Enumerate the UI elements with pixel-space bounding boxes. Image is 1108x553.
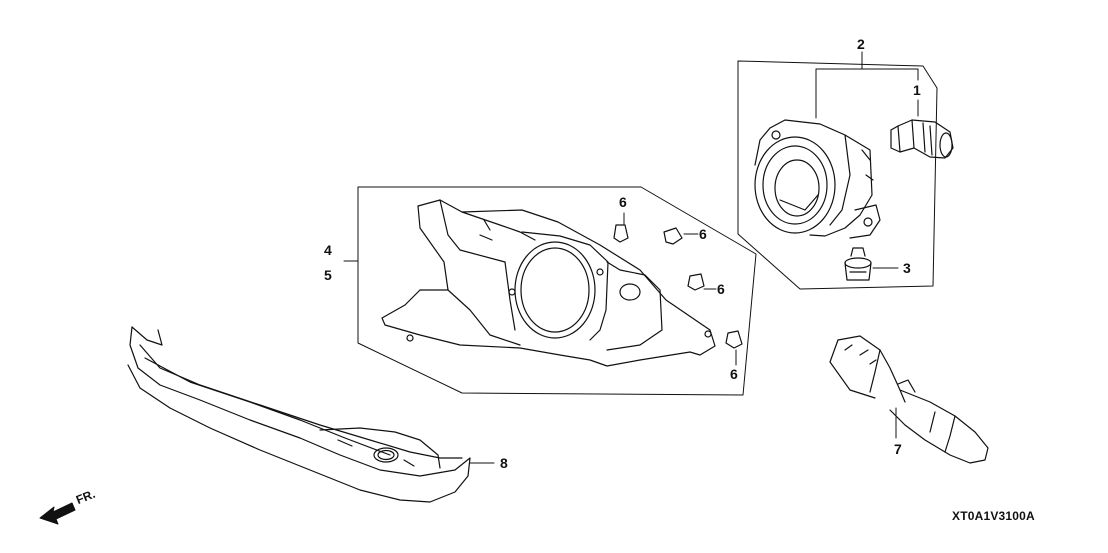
- fog-light-assembly: [754, 119, 881, 239]
- callout-7: 7: [894, 441, 902, 457]
- callout-6-middle: 6: [717, 281, 725, 297]
- bumper-garnish: [127, 326, 471, 503]
- callout-3: 3: [903, 260, 911, 276]
- combination-switch: [829, 335, 989, 464]
- callout-1: 1: [913, 82, 921, 98]
- front-direction-arrow: [39, 502, 76, 525]
- bulb-socket: [844, 247, 872, 281]
- callout-5: 5: [324, 267, 332, 283]
- fog-light-bracket: [381, 199, 716, 367]
- group-box-bracket: [357, 186, 757, 396]
- callout-8: 8: [500, 455, 508, 471]
- leader-line-2: [815, 51, 919, 119]
- diagram-code: XT0A1V3100A: [952, 509, 1035, 523]
- callout-6-bottom: 6: [730, 366, 738, 382]
- fog-light-bulb: [890, 119, 954, 159]
- callout-6-top: 6: [619, 194, 627, 210]
- callout-4: 4: [324, 242, 332, 258]
- callout-6-right: 6: [699, 226, 707, 242]
- leader-line-6: [623, 212, 737, 366]
- group-box-fog-light: [737, 60, 938, 290]
- clip: [613, 224, 743, 349]
- callout-2: 2: [857, 36, 865, 52]
